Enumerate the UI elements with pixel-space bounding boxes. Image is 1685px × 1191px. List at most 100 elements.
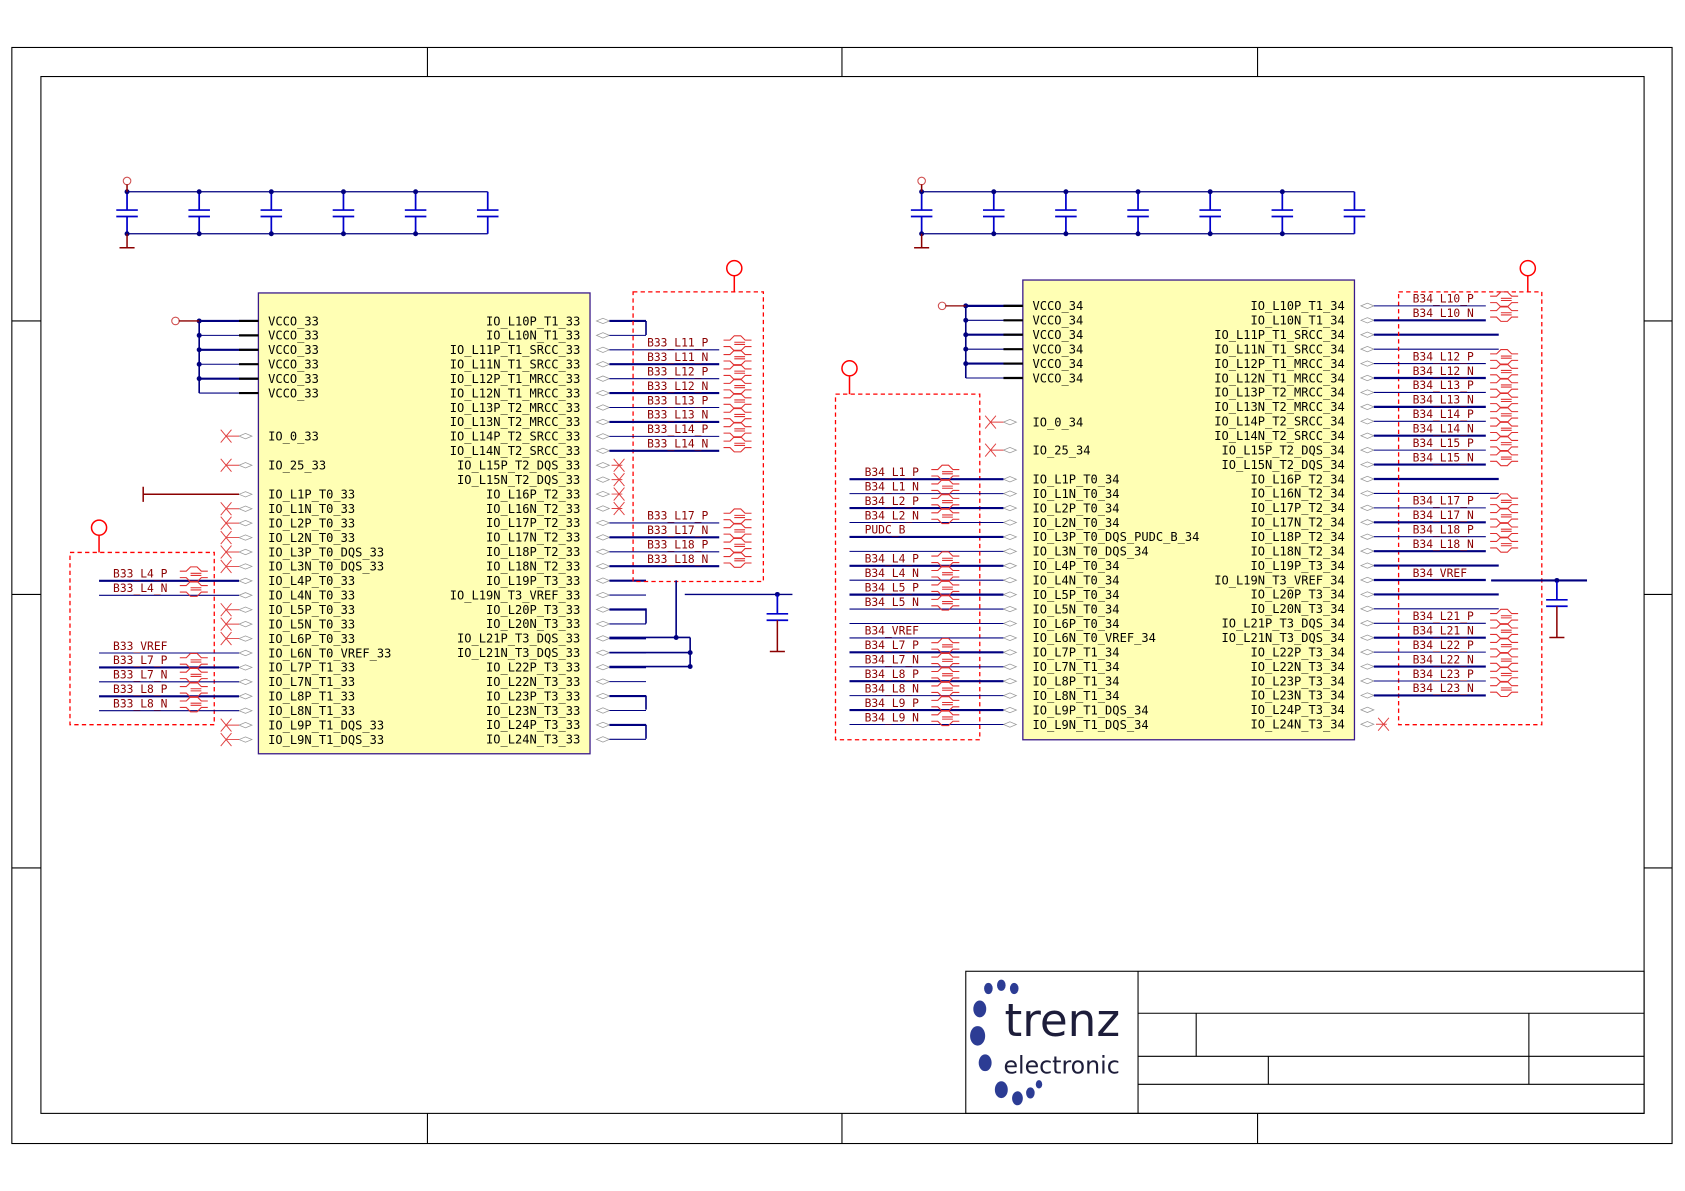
diff-pair-icon <box>723 537 752 554</box>
net-label: B33_L17_P <box>647 510 708 523</box>
capacitor-symbol <box>332 191 355 234</box>
pin-label: IO_L21P_T3_DQS_34 <box>1221 617 1344 631</box>
pin-label: IO_L21N_T3_DQS_34 <box>1221 631 1344 645</box>
junction-dot <box>1135 231 1141 237</box>
pin-label: IO_L6P_T0_33 <box>268 632 355 646</box>
io-pin-icon <box>238 707 253 714</box>
pin-label: IO_L10P_T1_33 <box>486 314 580 328</box>
diff-pair-icon <box>1490 450 1519 467</box>
diff-pair-icon <box>931 580 960 597</box>
io-pin-icon <box>1002 533 1018 541</box>
logo-dot <box>1026 1087 1035 1099</box>
net-label: B33_L11_N <box>647 351 708 364</box>
net-label: B33_L18_P <box>647 539 708 552</box>
io-pin-icon <box>595 462 611 469</box>
io-pin-icon <box>1359 548 1375 555</box>
diff-pair-icon <box>723 522 752 539</box>
diff-pair-icon <box>931 507 960 525</box>
capacitor-symbol <box>766 594 789 622</box>
net-label: B34_L12_P <box>1413 350 1474 363</box>
io-pin-icon <box>1359 374 1375 382</box>
diff-pair-icon <box>179 667 208 684</box>
io-pin-icon <box>595 519 611 527</box>
junction-dot <box>340 189 346 195</box>
io-pin-icon <box>1359 519 1375 526</box>
pin-label: VCCO_34 <box>1033 299 1084 313</box>
pin-label: IO_L10N_T1_34 <box>1250 314 1344 328</box>
pin-label: IO_L7N_T1_34 <box>1033 660 1120 674</box>
io-pin-icon <box>595 606 611 613</box>
net-label: B34_L7_P <box>865 639 920 652</box>
io-pin-icon <box>1359 317 1375 324</box>
pin-label: IO_L1P_T0_34 <box>1033 473 1120 487</box>
pin-label: IO_L20P_T3_33 <box>486 603 580 617</box>
io-pin-icon <box>1359 418 1375 425</box>
capacitor-symbol <box>1546 580 1568 608</box>
io-pin-icon <box>238 606 253 613</box>
io-pin-icon <box>238 520 253 527</box>
io-pin-icon <box>1359 620 1375 627</box>
pin-label: IO_L15P_T2_DQS_33 <box>457 459 580 473</box>
pin-label: IO_25_34 <box>1033 443 1091 457</box>
pin-label: IO_L24P_T3_34 <box>1250 703 1344 717</box>
pin-label: IO_L8N_T1_33 <box>268 704 355 718</box>
net-label: B33_L13_N <box>647 409 708 422</box>
net-label: B34_L4_P <box>865 553 920 566</box>
io-pin-icon <box>238 649 253 657</box>
pin-label: IO_L1P_T0_33 <box>268 488 355 502</box>
diff-pair-icon <box>931 565 960 582</box>
io-pin-icon <box>1359 490 1375 497</box>
io-pin-icon <box>1002 692 1018 699</box>
net-label: B33_L4_N <box>113 582 168 595</box>
io-pin-icon <box>1002 605 1018 613</box>
capacitor-symbol <box>1271 191 1294 234</box>
diff-pair-icon <box>931 551 960 568</box>
pin-label: VCCO_34 <box>1033 357 1084 371</box>
pin-label: IO_L23P_T3_34 <box>1250 674 1344 688</box>
net-label: B34_L13_N <box>1413 394 1474 407</box>
junction-dot <box>413 189 419 195</box>
diff-pair-icon <box>1490 435 1519 452</box>
pin-label: IO_L19N_T3_VREF_33 <box>450 588 581 602</box>
net-label: B34_L15_P <box>1413 437 1474 450</box>
net-label: B34_L2_N <box>865 509 920 522</box>
pin-label: IO_L17P_T2_33 <box>486 516 580 530</box>
io-pin-icon <box>238 664 253 671</box>
capacitor-symbol <box>188 191 210 234</box>
io-pin-icon <box>238 534 253 541</box>
misc-wiring <box>142 320 1588 739</box>
group-port-icon <box>90 519 108 536</box>
io-pin-icon <box>238 563 253 570</box>
pin-label: IO_L16N_T2_34 <box>1250 487 1344 501</box>
junction-dot <box>1135 189 1141 195</box>
fpga-bank-body <box>1022 279 1356 741</box>
io-pin-icon <box>238 433 253 440</box>
io-pin-icon <box>1359 663 1375 670</box>
io-pin-icon <box>595 476 611 483</box>
net-label: B34_L22_P <box>1413 639 1474 652</box>
pin-label: IO_L12N_T1_MRCC_34 <box>1214 371 1345 385</box>
title-block <box>965 970 1645 1114</box>
capacitor-symbol <box>1055 191 1077 234</box>
pin-label: IO_L13P_T2_MRCC_33 <box>450 401 581 415</box>
pin-label: IO_L8P_T1_34 <box>1033 675 1120 689</box>
junction-dot <box>268 189 274 195</box>
net-label: B34_L21_N <box>1413 624 1474 637</box>
pin-label: IO_L18P_T2_33 <box>486 545 580 559</box>
no-connect-icon <box>220 559 240 574</box>
io-pin-icon <box>238 621 253 628</box>
pin-label: IO_L10P_T1_34 <box>1250 299 1344 313</box>
logo-dot <box>997 979 1006 991</box>
no-connect-icon <box>611 487 625 501</box>
io-pin-icon <box>1359 692 1375 699</box>
pin-label: IO_L6N_T0_VREF_34 <box>1033 631 1156 645</box>
io-pin-icon <box>1359 533 1375 540</box>
net-label: B34_L23_P <box>1413 668 1474 681</box>
pin-label: IO_L8N_T1_34 <box>1033 689 1120 703</box>
io-pin-icon <box>1359 432 1375 439</box>
no-connect-icon <box>220 602 240 617</box>
io-pin-icon <box>1359 475 1375 483</box>
pin-label: IO_L15N_T2_DQS_33 <box>457 473 580 487</box>
diff-pair-icon <box>931 479 960 496</box>
